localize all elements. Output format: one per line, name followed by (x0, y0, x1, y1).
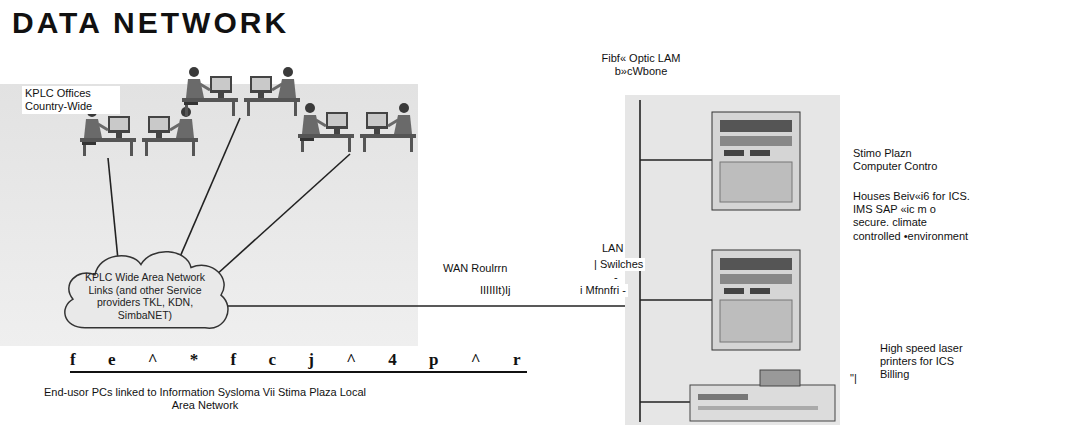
laser-printer (698, 394, 748, 400)
laser-printer (690, 385, 835, 421)
cloud-text-block: KPLC Wide Area Network Links (and other … (79, 271, 211, 321)
workstation-group (182, 67, 300, 116)
diagram-title: DATA NETWORK (12, 6, 289, 39)
room-label: Stimo Plazn Computer Contro (853, 147, 963, 173)
router-label: IIIIIIt)Ij (480, 284, 511, 297)
caption-text: End-usor PCs linked to Information Syslo… (40, 386, 370, 412)
lan-backbone (640, 159, 712, 161)
server-cabinet (750, 150, 770, 156)
switch-label: - (614, 271, 618, 284)
switch-label: LAN (600, 242, 625, 255)
printer-label: High speed laser printers for ICS Billin… (880, 342, 980, 382)
office-label: KPLC Offices Country-Wide (22, 86, 120, 114)
server-cabinet (724, 150, 744, 156)
server-cabinet (724, 288, 744, 294)
server-cabinet (750, 288, 770, 294)
router-label: WAN Roulrrn (443, 262, 507, 275)
scan-text: f e ^ * f c j ^ 4 p ^ r (70, 350, 527, 373)
network-link (210, 305, 640, 307)
server-cabinet (720, 120, 792, 132)
laser-printer (698, 406, 818, 410)
printer-mark: "| (850, 372, 857, 385)
room-note: Houses Beiv«i6 for ICS. IMS SAP «ic m o … (853, 190, 973, 243)
server-cabinet (720, 274, 792, 284)
server-cabinet (720, 136, 792, 146)
cloud-text: KPLC Wide Area Network Links (and other … (79, 271, 211, 321)
cloud-outline (65, 252, 228, 328)
network-link (205, 154, 350, 285)
backbone-label: Fibf« Optic LAM b»cWbone (585, 52, 697, 78)
server-cabinet (712, 112, 800, 210)
switch-label: i Mfnnfri - (578, 284, 628, 297)
server-cabinet (720, 258, 792, 270)
server-cabinet (720, 300, 792, 342)
switch-label: | Swilches (592, 258, 645, 271)
lan-backbone (640, 100, 712, 422)
laser-printer (760, 370, 800, 386)
server-cabinet (712, 112, 800, 210)
server-cabinet (712, 250, 800, 350)
laser-printer (690, 370, 835, 421)
workstation-group (298, 103, 416, 152)
lan-backbone (640, 299, 712, 301)
server-cabinet (720, 162, 792, 202)
computer-room-panel (625, 95, 840, 425)
lan-backbone (640, 401, 690, 403)
server-cabinet (712, 250, 800, 350)
network-cloud: KPLC Wide Area Network Links (and other … (55, 240, 235, 342)
